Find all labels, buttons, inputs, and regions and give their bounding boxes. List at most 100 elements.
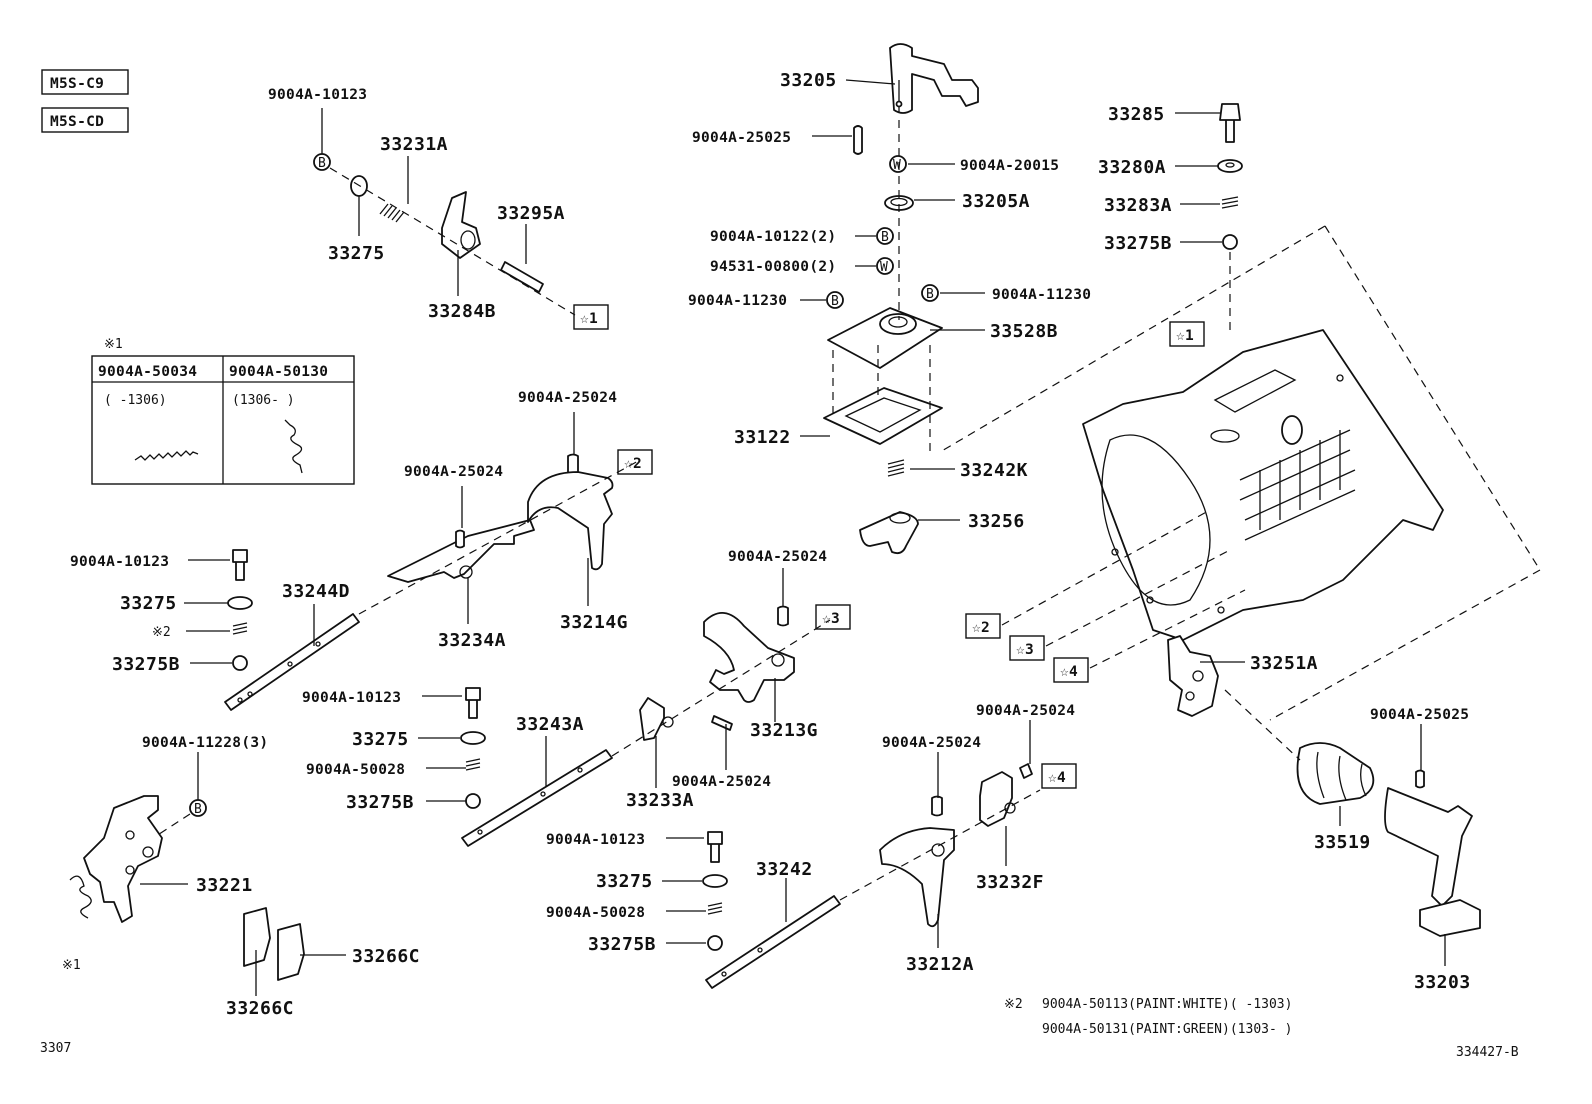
part-label: 33256 (968, 511, 1025, 532)
ball-part (1222, 234, 1238, 250)
part-label: 9004A-11230 (992, 287, 1091, 303)
part-label: 9004A-25024 (882, 735, 981, 751)
part-label: 9004A-10122(2) (710, 229, 836, 245)
lever-pad-part (1419, 899, 1481, 937)
part-label: 9004A-25024 (976, 703, 1075, 719)
shift-rail-part (461, 749, 613, 847)
note2-line2: 9004A-50131(PAINT:GREEN)(1303- ) (1042, 1022, 1292, 1037)
note1-col1-part: 9004A-50034 (98, 364, 197, 380)
shift-rail-part (224, 613, 360, 711)
part-label: 94531-00800(2) (710, 259, 836, 275)
shift-head-part (639, 697, 665, 741)
model-code-2: M5S-CD (50, 114, 104, 130)
washer-part (702, 874, 728, 888)
part-label: 33275B (1104, 233, 1172, 254)
note2-mark: ※2 (1004, 997, 1023, 1012)
pin-part (1415, 769, 1425, 789)
spring-icon (465, 758, 481, 771)
shift-fork-part (527, 471, 614, 571)
note1-col2-part: 9004A-50130 (229, 364, 328, 380)
svg-text:☆1: ☆1 (580, 311, 598, 327)
transmission-case (939, 225, 1541, 721)
part-label: 33283A (1104, 195, 1172, 216)
part-label: 33234A (438, 630, 506, 651)
note1-col1-range: ( -1306) (104, 393, 167, 408)
shift-lever-shaft-part (889, 43, 979, 114)
washer-b-icon: B (926, 287, 934, 302)
ref-mark-1: ☆1 (573, 304, 609, 330)
part-label: 33284B (428, 301, 496, 322)
part-label: 33221 (196, 875, 253, 896)
spring-icon (1221, 196, 1239, 209)
bolt-part (1219, 103, 1241, 143)
part-label: 9004A-25024 (404, 464, 503, 480)
part-label: 9004A-10123 (70, 554, 169, 570)
shift-inner-lever-assembly (1167, 635, 1481, 937)
shift-rail-assembly-middle (460, 605, 831, 847)
part-label: 9004A-10123 (546, 832, 645, 848)
part-label: 9004A-25025 (1370, 707, 1469, 723)
ref-mark-2: ☆2 (617, 449, 653, 475)
part-label: 33232F (976, 872, 1044, 893)
gasket-part (823, 387, 943, 445)
part-label: 33285 (1108, 104, 1165, 125)
shift-fork-part (703, 612, 795, 703)
washer-b-icon: B (831, 294, 839, 309)
spring-icon (707, 902, 723, 915)
lever-part (441, 191, 481, 259)
note1-table: ※1 9004A-50034 9004A-50130 ( -1306) (130… (91, 337, 355, 485)
interlock-block-part (243, 907, 271, 967)
part-label: 33280A (1098, 157, 1166, 178)
svg-text:☆4: ☆4 (1060, 664, 1078, 680)
washer-part (227, 596, 253, 610)
part-label: 33244D (282, 581, 350, 602)
part-label: 33233A (626, 790, 694, 811)
svg-text:☆1: ☆1 (1176, 328, 1194, 344)
part-label: 33243A (516, 714, 584, 735)
interlock-plate-part (83, 795, 163, 923)
pin-part (500, 261, 544, 293)
part-label: 9004A-50028 (546, 905, 645, 921)
shift-rail-assembly-lower (702, 763, 1041, 989)
part-label: 33214G (560, 612, 628, 633)
part-label: 33275 (328, 243, 385, 264)
ball-part (707, 935, 723, 951)
part-label: 33205A (962, 191, 1030, 212)
part-label: 33275B (588, 934, 656, 955)
washer-part (460, 731, 486, 745)
washer-part (1217, 159, 1243, 173)
part-label: 33519 (1314, 832, 1371, 853)
shift-rail-assembly-left (224, 453, 641, 711)
svg-text:☆3: ☆3 (1016, 642, 1034, 658)
part-label: 9004A-25024 (672, 774, 771, 790)
note2-ref: ※2 (152, 625, 171, 640)
note2-line1: 9004A-50113(PAINT:WHITE)( -1303) (1042, 997, 1292, 1012)
pin-part (455, 529, 465, 549)
part-label: 9004A-10123 (302, 690, 401, 706)
pin-part (777, 605, 789, 627)
shift-lever-part (1384, 787, 1473, 907)
ball-part (465, 793, 481, 809)
part-label: 33275 (120, 593, 177, 614)
bolt-part (232, 549, 248, 581)
washer-b-icon: B (194, 802, 202, 817)
ref-mark-4: ☆4 (1053, 657, 1089, 683)
spring-icon (69, 875, 92, 919)
boot-part (1296, 742, 1375, 805)
shift-head-part (979, 771, 1013, 827)
part-label: 9004A-20015 (960, 158, 1059, 174)
page-code: 3307 (40, 1041, 71, 1056)
model-code-box: M5S-CD (41, 107, 129, 133)
shift-interlock-assembly: B (69, 795, 305, 981)
selector-lever-assembly: W B W B B (823, 43, 979, 555)
pin-part (567, 453, 579, 475)
model-code-box: M5S-C9 (41, 69, 129, 95)
part-label: 33205 (780, 70, 837, 91)
washer-w-icon: W (893, 158, 901, 173)
interlock-block-part (277, 923, 305, 981)
shift-head-part (387, 519, 535, 583)
shift-rail-part (705, 895, 841, 989)
spring-icon (134, 450, 199, 461)
